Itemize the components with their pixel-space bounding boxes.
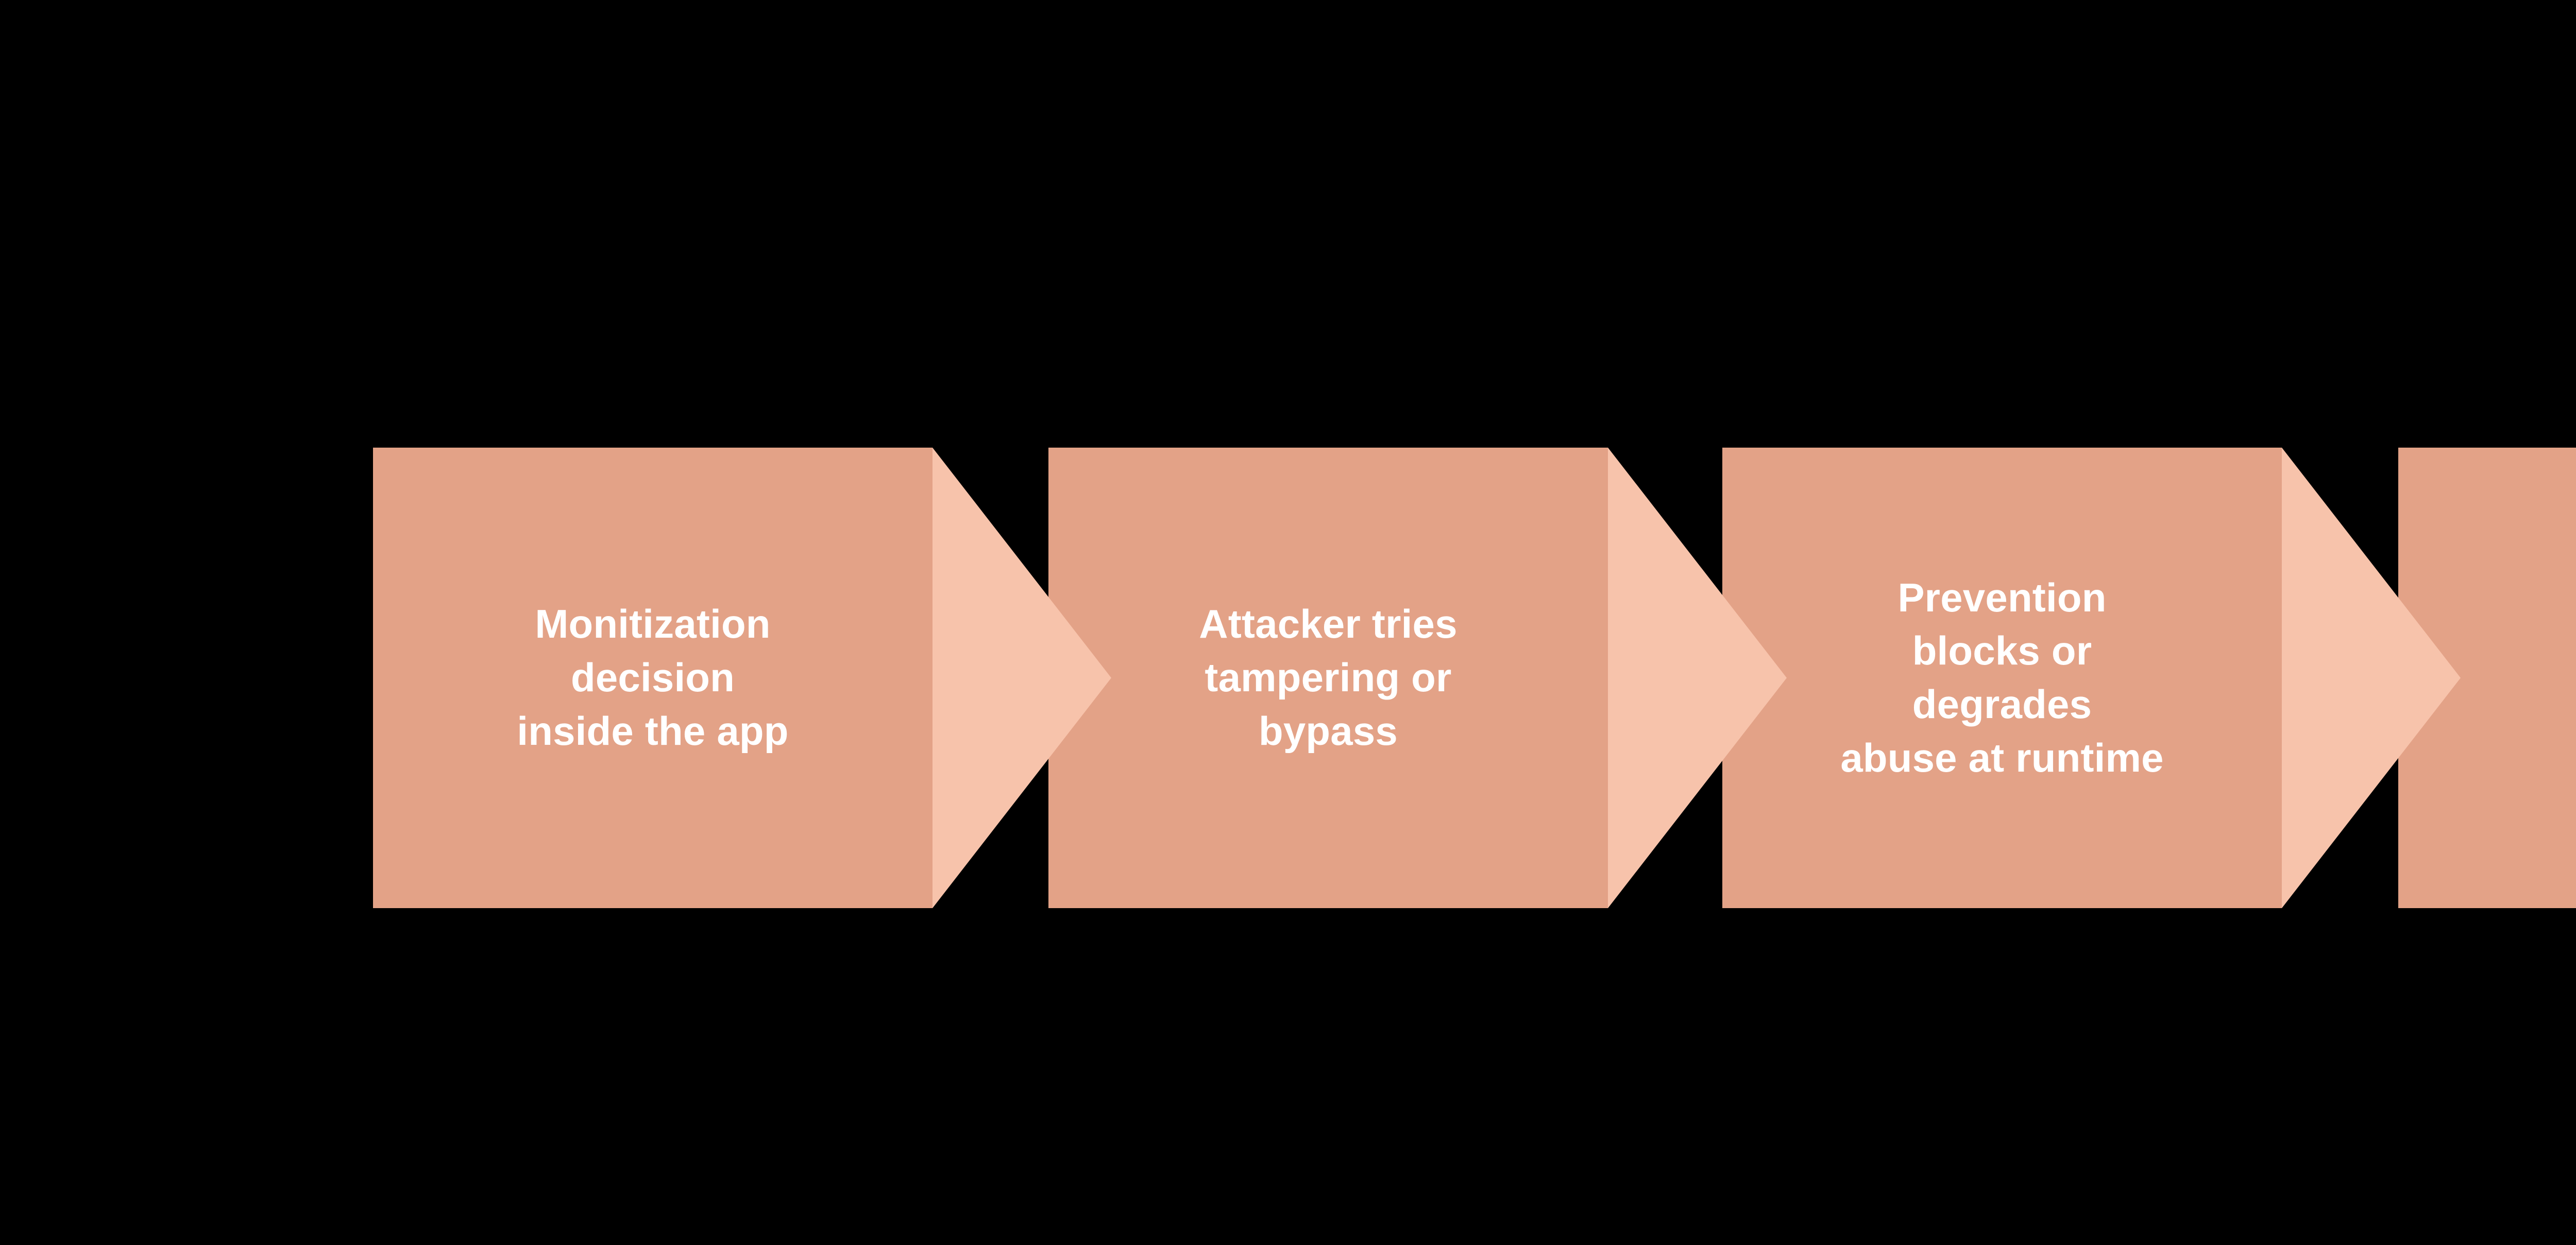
process-stage-1[interactable]: Monitization decision inside the app <box>373 448 1111 908</box>
stage-body <box>373 448 933 908</box>
stage-label: Prevention blocks or degrades abuse at r… <box>1840 574 2164 780</box>
process-stage-3[interactable]: Prevention blocks or degrades abuse at r… <box>1722 448 2461 908</box>
stage-body <box>1048 448 1608 908</box>
stage-label: Monitization decision inside the app <box>517 601 789 754</box>
process-stage-2[interactable]: Attacker tries tampering or bypass <box>1048 448 1787 908</box>
stage-label: Attacker tries tampering or bypass <box>1199 601 1458 754</box>
stage-body <box>1722 448 2282 908</box>
